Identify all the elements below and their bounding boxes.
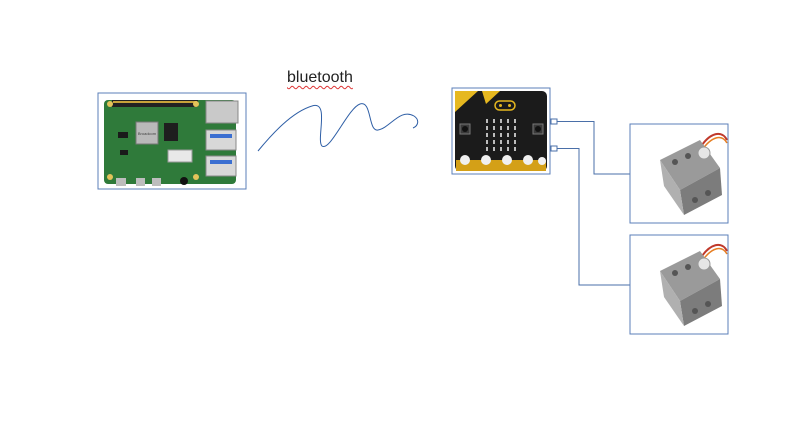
servo-1-image (629, 123, 729, 224)
raspberry-pi-image: Broadcom (97, 92, 247, 190)
bluetooth-label: bluetooth (287, 69, 353, 86)
output-port-1 (550, 118, 558, 125)
connector-servo-2 (557, 148, 630, 286)
svg-text:Broadcom: Broadcom (138, 131, 157, 136)
output-port-2 (550, 145, 558, 152)
microbit-image (451, 87, 551, 175)
bluetooth-link (257, 103, 419, 152)
connector-servo-1 (557, 121, 630, 175)
servo-2-image (629, 234, 729, 335)
